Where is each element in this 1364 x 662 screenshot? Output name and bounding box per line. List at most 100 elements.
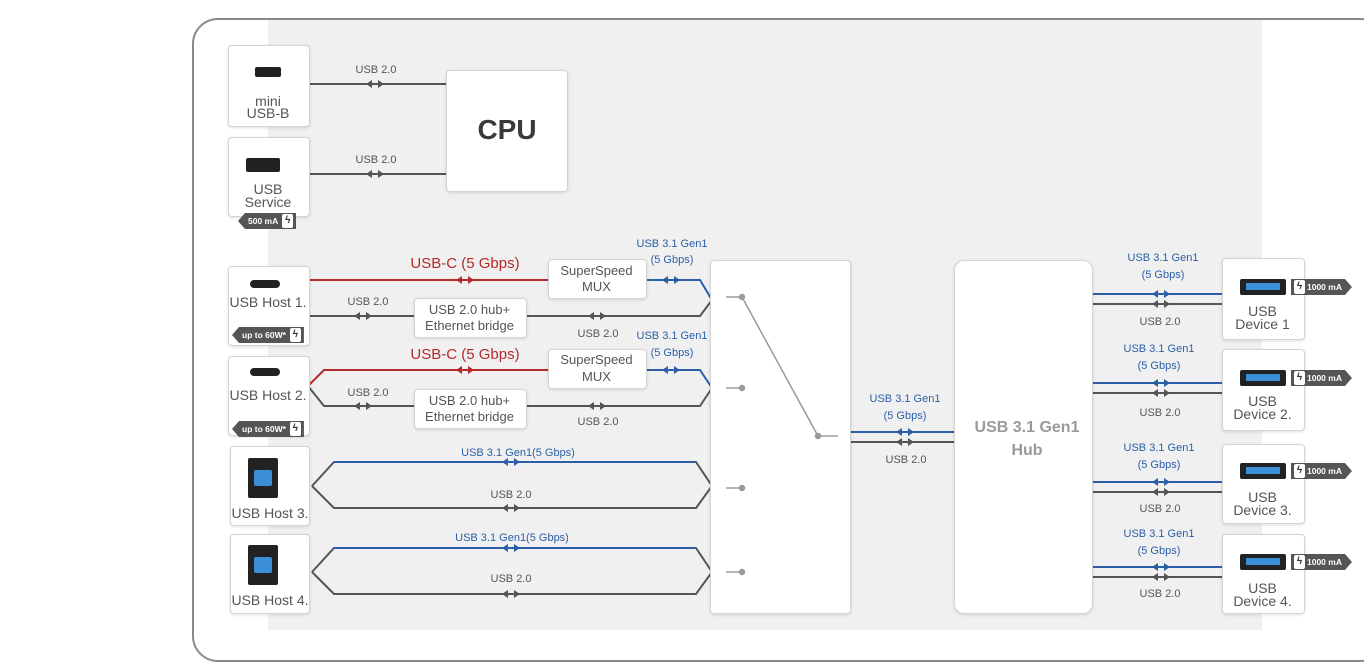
usb-host-3-label: USB Host 3. <box>231 505 309 521</box>
usb-service-badge-text: 500 mA <box>248 216 279 226</box>
usb-c-icon <box>250 368 280 376</box>
usb-device-1-current-badge: ϟ 1000 mA <box>1291 279 1352 295</box>
mini-usb-b-link-label: USB 2.0 <box>355 64 397 76</box>
usb-device-1-ss-label-2: (5 Gbps) <box>1141 269 1185 281</box>
usb-device-3-label-1: USB <box>1248 489 1277 505</box>
usb-host-2-mux-usb20-label: USB 2.0 <box>577 416 619 428</box>
usb-host-4-ss-label: USB 3.1 Gen1(5 Gbps) <box>455 532 569 544</box>
usb-device-4-current-badge: ϟ 1000 mA <box>1291 554 1352 570</box>
bolt-icon: ϟ <box>1294 555 1305 569</box>
usb-device-1-label-2: Device 1 <box>1235 316 1290 332</box>
bridge-2-label-2: Ethernet bridge <box>425 409 514 424</box>
usb-a-icon <box>246 158 280 172</box>
superspeed-mux-2 <box>548 349 647 389</box>
usb-host-2-label: USB Host 2. <box>229 387 307 403</box>
usb-hub <box>954 260 1093 614</box>
usb-device-4-badge-text: 1000 mA <box>1307 557 1342 567</box>
input-switch <box>710 260 851 614</box>
usb-device-2-ss-label-2: (5 Gbps) <box>1137 360 1181 372</box>
mux-2-label-1: SuperSpeed <box>560 352 633 367</box>
cpu-label: CPU <box>477 114 537 145</box>
hub-label-2: Hub <box>1011 442 1043 459</box>
mini-usb-b-port <box>228 45 310 127</box>
bolt-icon: ϟ <box>1294 371 1305 385</box>
usb-device-4-label-1: USB <box>1248 580 1277 596</box>
usb-a-icon <box>1240 554 1286 570</box>
usb-device-3-ss-label-1: USB 3.1 Gen1 <box>1123 442 1195 454</box>
mini-usb-icon <box>255 67 281 77</box>
usb-service-label-1: USB <box>253 181 283 197</box>
bridge-1-label-1: USB 2.0 hub+ <box>428 302 511 317</box>
bolt-icon: ϟ <box>289 422 301 436</box>
usb-host-1-power-badge: up to 60W* ϟ <box>232 327 304 343</box>
usb-device-4-ss-label-2: (5 Gbps) <box>1137 545 1181 557</box>
switch-contacts <box>726 293 838 576</box>
switch-out-usb20-label: USB 2.0 <box>885 454 927 466</box>
usb-host-2-badge-text: up to 60W* <box>242 424 286 434</box>
usb-host-4-usb20-label: USB 2.0 <box>490 573 532 585</box>
usb-host-1-mux-usb20-label: USB 2.0 <box>577 328 619 340</box>
usb-device-2-badge-text: 1000 mA <box>1307 373 1342 383</box>
usb-device-1-usb20-label: USB 2.0 <box>1139 316 1181 328</box>
usb-device-3-usb20-label: USB 2.0 <box>1139 503 1181 515</box>
usb-host-2-power-badge: up to 60W* ϟ <box>232 421 304 437</box>
usb-device-4-ss-label-1: USB 3.1 Gen1 <box>1123 528 1195 540</box>
usb-b-icon <box>248 458 278 498</box>
usb-service-label-2: Service <box>244 194 292 210</box>
usb-host-1-badge-text: up to 60W* <box>242 330 286 340</box>
usb-host-1-ss-label-2: (5 Gbps) <box>650 254 694 266</box>
usb-host-2-ss-label-1: USB 3.1 Gen1 <box>636 330 708 342</box>
usb-host-3-usb20-label: USB 2.0 <box>490 489 532 501</box>
switch-out-ss-label-2: (5 Gbps) <box>883 410 927 422</box>
usb-device-4-port <box>1222 534 1305 614</box>
usb-a-icon <box>1240 370 1286 386</box>
usb-host-4-label: USB Host 4. <box>231 592 309 608</box>
bolt-icon: ϟ <box>282 214 294 228</box>
usb-device-1-port <box>1222 258 1305 340</box>
usb-device-3-ss-label-2: (5 Gbps) <box>1137 459 1181 471</box>
usb-device-3-label-2: Device 3. <box>1233 502 1292 518</box>
cpu-block <box>446 70 568 192</box>
usb-host-2-usbc-label: USB-C (5 Gbps) <box>410 346 520 363</box>
usb-device-3-badge-text: 1000 mA <box>1307 466 1342 476</box>
usb-host-1-label: USB Host 1. <box>229 294 307 310</box>
usb-host-3-ss-label: USB 3.1 Gen1(5 Gbps) <box>461 447 575 459</box>
usb-host-2-usb20-label: USB 2.0 <box>347 387 389 399</box>
usb-device-3-current-badge: ϟ 1000 mA <box>1291 463 1352 479</box>
mux-1-label-1: SuperSpeed <box>560 263 633 278</box>
ethernet-bridge-1 <box>414 298 527 338</box>
hub-label-1: USB 3.1 Gen1 <box>974 419 1080 436</box>
mini-usb-b-label-1: mini <box>255 93 281 109</box>
mux-1-label-2: MUX <box>582 279 611 294</box>
bridge-2-label-1: USB 2.0 hub+ <box>428 393 511 408</box>
usb-b-icon <box>248 545 278 585</box>
usb-device-2-ss-label-1: USB 3.1 Gen1 <box>1123 343 1195 355</box>
usb-device-1-badge-text: 1000 mA <box>1307 282 1342 292</box>
superspeed-mux-1 <box>548 259 647 299</box>
usb-device-1-label-1: USB <box>1248 303 1277 319</box>
usb-device-2-label-1: USB <box>1248 393 1277 409</box>
usb-host-1-ss-label-1: USB 3.1 Gen1 <box>636 238 708 250</box>
usb-service-current-badge: 500 mA ϟ <box>238 213 297 229</box>
bolt-icon: ϟ <box>1294 280 1305 294</box>
usb-device-2-port <box>1222 349 1305 431</box>
switch-out-ss-label-1: USB 3.1 Gen1 <box>869 393 941 405</box>
usb-c-icon <box>250 280 280 288</box>
usb-service-port <box>228 137 310 217</box>
usb-device-2-current-badge: ϟ 1000 mA <box>1291 370 1352 386</box>
mini-usb-b-label-2: USB-B <box>246 105 290 121</box>
usb-device-2-label-2: Device 2. <box>1233 406 1292 422</box>
usb-a-icon <box>1240 463 1286 479</box>
usb-device-3-port <box>1222 444 1305 524</box>
usb-a-icon <box>1240 279 1286 295</box>
usb-service-link-label: USB 2.0 <box>355 154 397 166</box>
usb-device-4-label-2: Device 4. <box>1233 593 1292 609</box>
usb-host-2-ss-label-2: (5 Gbps) <box>650 347 694 359</box>
usb-device-4-usb20-label: USB 2.0 <box>1139 588 1181 600</box>
usb-host-1-usb20-label: USB 2.0 <box>347 296 389 308</box>
ethernet-bridge-2 <box>414 389 527 429</box>
bolt-icon: ϟ <box>289 328 301 342</box>
usb-device-1-ss-label-1: USB 3.1 Gen1 <box>1127 252 1199 264</box>
mux-2-label-2: MUX <box>582 369 611 384</box>
usb-host-1-usbc-label: USB-C (5 Gbps) <box>410 255 520 272</box>
